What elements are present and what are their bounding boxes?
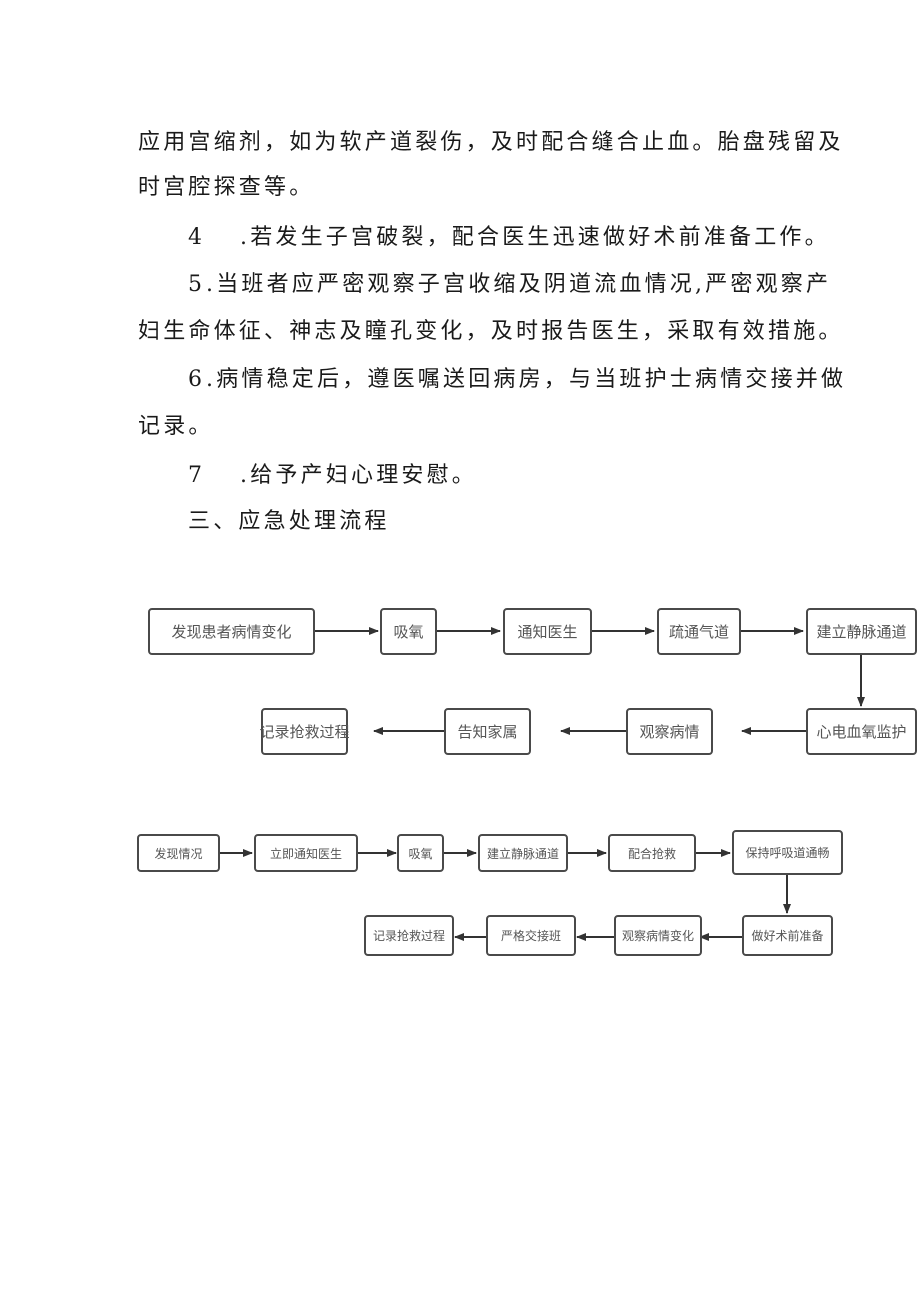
list-number: 5 (188, 272, 206, 297)
list-item-6: 6.病情稳定后，遵医嘱送回病房，与当班护士病情交接并做 (188, 365, 846, 395)
flow-node-assist-rescue: 配合抢救 (608, 834, 696, 872)
paragraph-line: 记录。 (138, 414, 214, 439)
flow-node-oxygen: 吸氧 (397, 834, 444, 872)
flow-node-clear-airway: 疏通气道 (657, 608, 741, 655)
list-text: .若发生子宫破裂，配合医生迅速做好术前准备工作。 (240, 225, 830, 250)
paragraph-line: 妇生命体征、神志及瞳孔变化，及时报告医生，采取有效措施。 (138, 319, 844, 344)
flow-node-discover: 发现情况 (137, 834, 220, 872)
list-text: .给予产妇心理安慰。 (240, 463, 477, 488)
flow-node-discover-change: 发现患者病情变化 (148, 608, 315, 655)
flow-node-notify-doctor: 通知医生 (503, 608, 592, 655)
flow-node-oxygen: 吸氧 (380, 608, 437, 655)
flow-node-observe: 观察病情 (626, 708, 713, 755)
paragraph-line: 时宫腔探查等。 (138, 175, 315, 200)
flow-node-record-rescue: 记录抢救过程 (260, 708, 350, 755)
list-text: .病情稳定后，遵医嘱送回病房，与当班护士病情交接并做 (206, 367, 847, 392)
flow-node-strict-handover: 严格交接班 (486, 915, 576, 956)
flow-node-iv-access: 建立静脉通道 (806, 608, 917, 655)
flow-node-preop-prep: 做好术前准备 (742, 915, 833, 956)
flow-node-notify-doctor-now: 立即通知医生 (254, 834, 358, 872)
list-item-7: 7 .给予产妇心理安慰。 (188, 461, 477, 491)
flow-node-ecg-spo2: 心电血氧监护 (806, 708, 917, 755)
flow-node-observe-change: 观察病情变化 (614, 915, 702, 956)
list-item-4: 4 .若发生子宫破裂，配合医生迅速做好术前准备工作。 (188, 223, 830, 253)
flow-node-inform-family: 告知家属 (444, 708, 531, 755)
section-heading: 三、应急处理流程 (188, 509, 390, 534)
flow-node-iv-access: 建立静脉通道 (478, 834, 568, 872)
list-number: 4 (188, 225, 206, 250)
list-item-5: 5.当班者应严密观察子宫收缩及阴道流血情况,严密观察产 (188, 270, 831, 300)
list-text: .当班者应严密观察子宫收缩及阴道流血情况,严密观察产 (206, 272, 832, 297)
list-number: 7 (188, 463, 206, 488)
flow-node-record-rescue: 记录抢救过程 (364, 915, 454, 956)
paragraph-line: 应用宫缩剂，如为软产道裂伤，及时配合缝合止血。胎盘残留及 (138, 130, 844, 155)
list-number: 6 (188, 367, 206, 392)
flow-node-airway-patent: 保持呼吸道通畅 (732, 830, 843, 875)
